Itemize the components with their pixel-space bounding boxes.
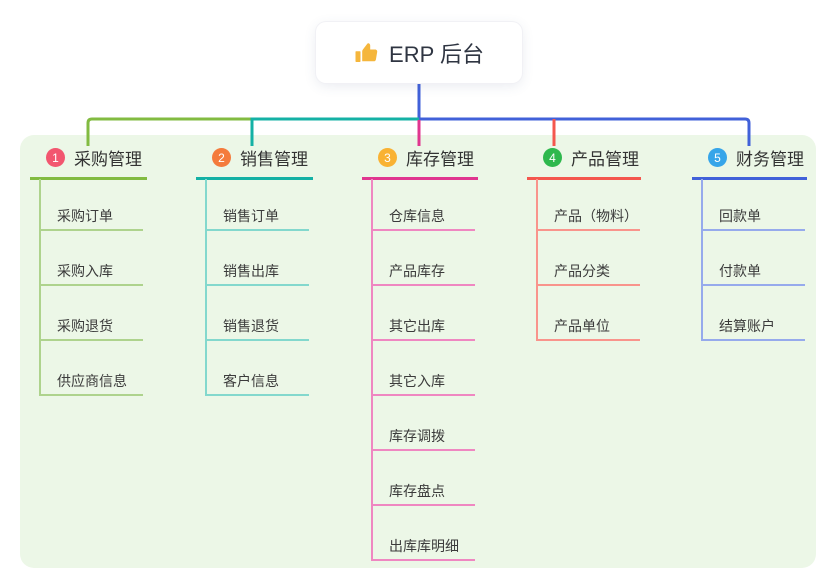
child-node[interactable]: 产品（物料） [536,193,640,231]
child-node[interactable]: 结算账户 [701,303,805,341]
child-label: 销售出库 [223,263,279,279]
child-label: 结算账户 [719,318,775,334]
branch-node-3[interactable]: 3 库存管理 [362,144,478,180]
branch-rail [701,179,703,341]
child-label: 其它出库 [389,318,445,334]
child-label: 产品单位 [554,318,610,334]
branch-label: 采购管理 [74,150,142,169]
branch-label: 销售管理 [240,150,308,169]
child-label: 库存调拨 [389,428,445,444]
child-node[interactable]: 其它入库 [371,358,475,396]
child-node[interactable]: 产品单位 [536,303,640,341]
child-label: 客户信息 [223,373,279,389]
branch-badge: 5 [708,148,727,167]
child-node[interactable]: 回款单 [701,193,805,231]
child-node[interactable]: 销售退货 [205,303,309,341]
child-node[interactable]: 库存调拨 [371,413,475,451]
child-label: 仓库信息 [389,208,445,224]
child-node[interactable]: 销售出库 [205,248,309,286]
branch-label: 财务管理 [736,150,804,169]
child-label: 回款单 [719,208,761,224]
child-node[interactable]: 客户信息 [205,358,309,396]
child-label: 采购退货 [57,318,113,334]
branch-label: 产品管理 [571,150,639,169]
child-label: 产品分类 [554,263,610,279]
child-label: 销售退货 [223,318,279,334]
thumbs-up-icon [355,42,378,62]
child-node[interactable]: 采购退货 [39,303,143,341]
child-label: 产品（物料） [554,208,638,224]
child-node[interactable]: 其它出库 [371,303,475,341]
branch-rail [536,179,538,341]
child-label: 采购订单 [57,208,113,224]
branch-label: 库存管理 [406,150,474,169]
child-label: 其它入库 [389,373,445,389]
child-node[interactable]: 出库库明细 [371,523,475,561]
child-label: 库存盘点 [389,483,445,499]
root-node[interactable]: ERP 后台 [316,22,522,83]
branch-rail [371,179,373,561]
child-node[interactable]: 库存盘点 [371,468,475,506]
child-node[interactable]: 付款单 [701,248,805,286]
branch-badge: 4 [543,148,562,167]
child-label: 付款单 [719,263,761,279]
child-node[interactable]: 销售订单 [205,193,309,231]
branch-rail [205,179,207,396]
child-node[interactable]: 产品分类 [536,248,640,286]
branch-rail [39,179,41,396]
child-node[interactable]: 供应商信息 [39,358,143,396]
child-node[interactable]: 采购订单 [39,193,143,231]
child-label: 产品库存 [389,263,445,279]
child-node[interactable]: 采购入库 [39,248,143,286]
branch-node-2[interactable]: 2 销售管理 [196,144,313,180]
child-label: 销售订单 [223,208,279,224]
root-title: ERP 后台 [389,41,484,67]
branch-badge: 3 [378,148,397,167]
branch-badge: 2 [212,148,231,167]
branch-badge: 1 [46,148,65,167]
child-label: 采购入库 [57,263,113,279]
child-node[interactable]: 产品库存 [371,248,475,286]
child-label: 供应商信息 [57,373,127,389]
branch-node-5[interactable]: 5 财务管理 [692,144,807,180]
child-node[interactable]: 仓库信息 [371,193,475,231]
branches-panel [20,135,816,568]
branch-node-1[interactable]: 1 采购管理 [30,144,147,180]
branch-node-4[interactable]: 4 产品管理 [527,144,641,180]
child-label: 出库库明细 [389,538,459,554]
